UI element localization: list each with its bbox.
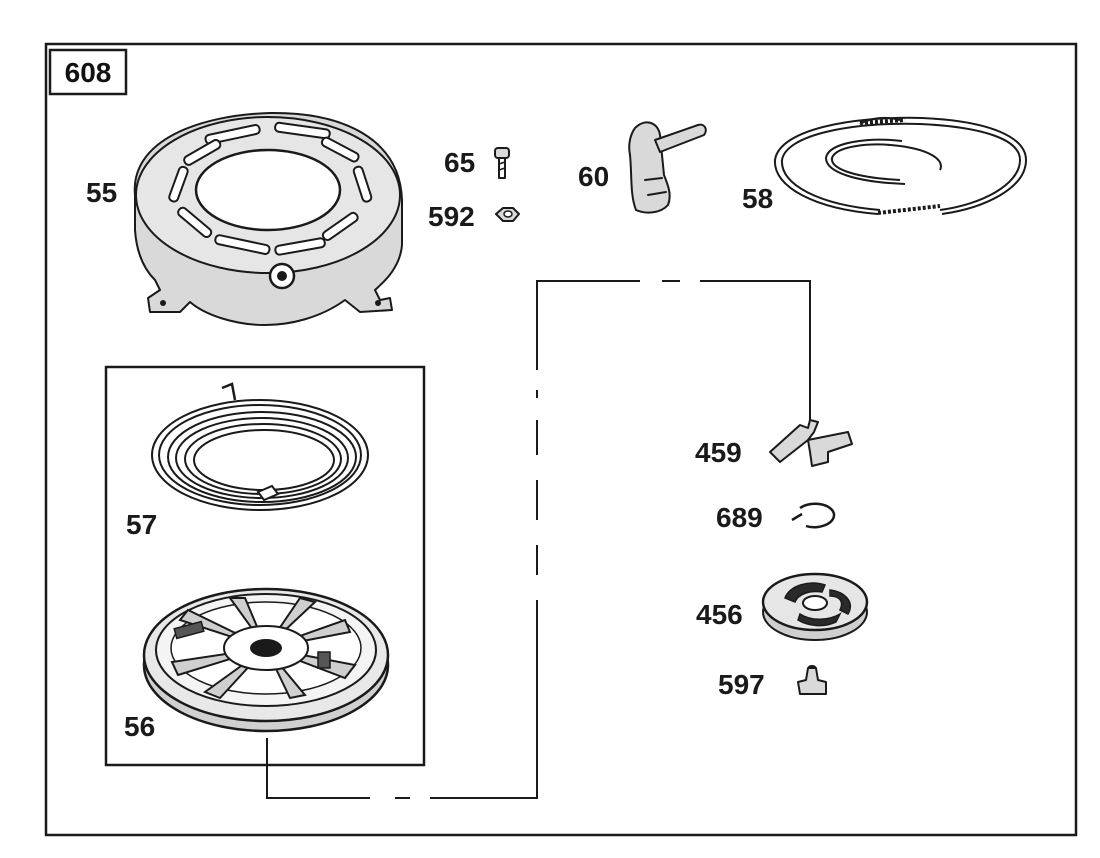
rewind-spring-part — [151, 382, 369, 511]
part-label-65: 65 — [444, 147, 475, 178]
diagram-id-box: 608 — [48, 48, 128, 96]
diagram-id: 608 — [65, 57, 112, 88]
kit-box — [104, 365, 426, 767]
part-label-459: 459 — [695, 437, 742, 468]
starter-pulley-part — [142, 587, 390, 733]
starter-handle-part — [628, 121, 707, 214]
starter-rope-part — [773, 116, 1028, 215]
part-label-592: 592 — [428, 201, 475, 232]
part-label-456: 456 — [696, 599, 743, 630]
part-label-55: 55 — [86, 177, 117, 208]
assembly-connector-lines — [266, 280, 811, 799]
nut-part — [495, 207, 520, 222]
pin-screw-part — [797, 665, 827, 695]
ratchet-part — [761, 572, 869, 641]
ratchet-dog-part — [769, 419, 853, 467]
retaining-ring-part — [791, 502, 836, 529]
part-label-57: 57 — [126, 509, 157, 540]
part-label-58: 58 — [742, 183, 773, 214]
part-label-56: 56 — [124, 711, 155, 742]
diagram-frame — [44, 42, 1078, 837]
screw-part — [494, 147, 510, 179]
part-label-597: 597 — [718, 669, 765, 700]
blower-housing-part — [133, 111, 403, 326]
part-label-60: 60 — [578, 161, 609, 192]
part-label-689: 689 — [716, 502, 763, 533]
